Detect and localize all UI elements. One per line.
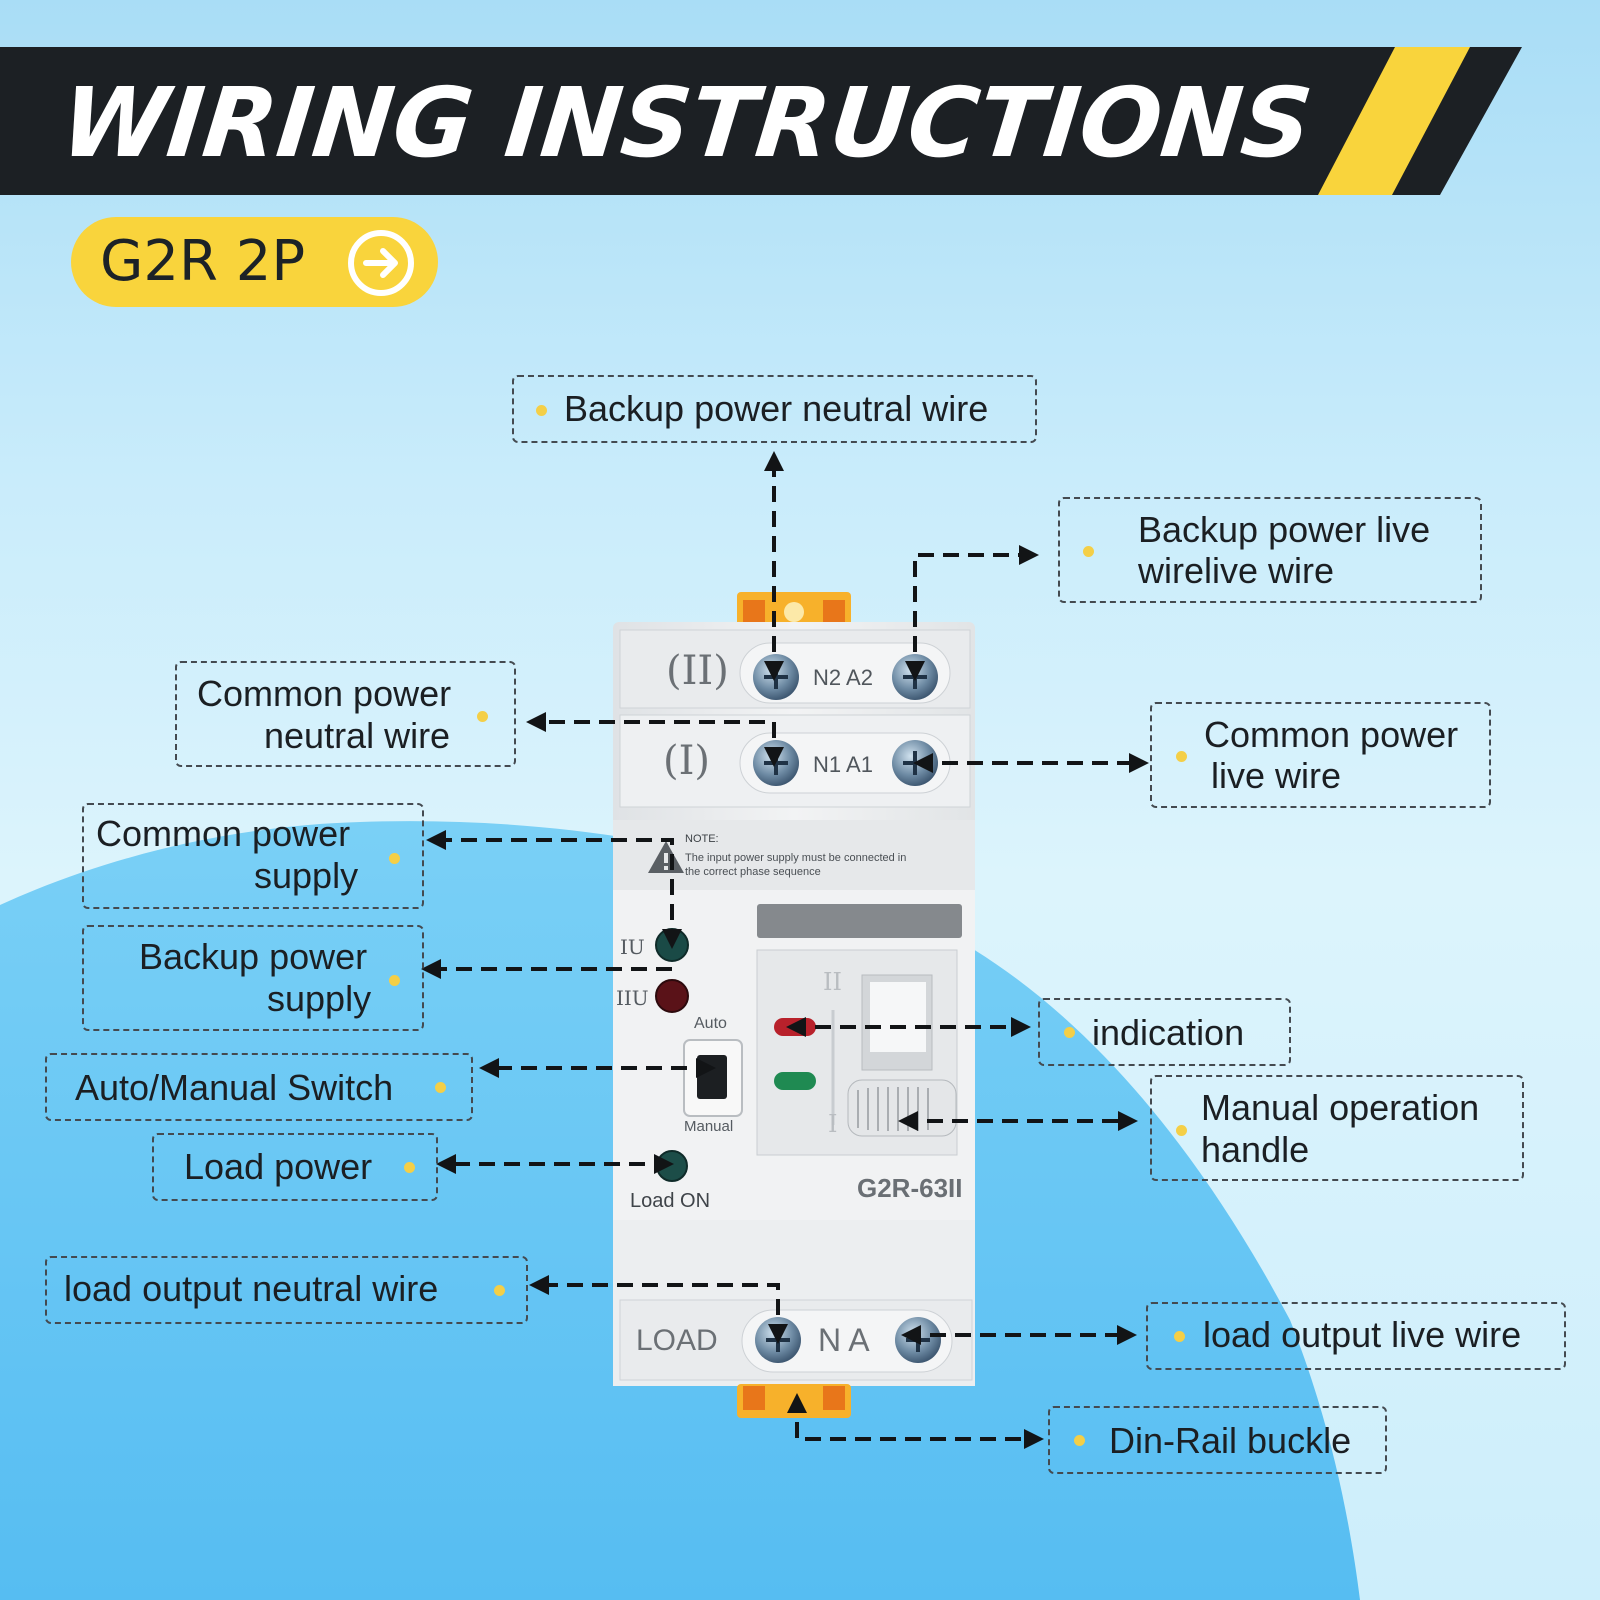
callout-din-rail: Din-Rail buckle [1048, 1406, 1387, 1474]
callout-backup-live-line2: wirelive wire [1138, 550, 1335, 591]
callout-common-live-line2: live wire [1211, 755, 1342, 796]
callout-indication: indication [1038, 998, 1291, 1066]
terminal-ii-pins: N2 A2 [813, 665, 873, 690]
bullet-dot [1074, 1435, 1085, 1446]
terminal-ii-label: (II) [666, 648, 729, 694]
callout-load-neutral: load output neutral wire [45, 1256, 528, 1324]
leader-load-neutral [529, 1275, 788, 1344]
callout-manual-handle: Manual operation handle [1150, 1075, 1524, 1181]
callout-backup-live: Backup power live wirelive wire [1058, 497, 1482, 603]
callout-common-supply: Common power supply [82, 803, 424, 909]
callout-load-live: load output live wire [1146, 1302, 1566, 1370]
callout-common-live: Common power live wire [1150, 702, 1491, 808]
bullet-dot [1064, 1027, 1075, 1038]
leader-din-rail [787, 1393, 1044, 1449]
bullet-dot [1176, 751, 1187, 762]
callout-load-power: Load power [152, 1133, 438, 1201]
iiu-indicator-led [655, 979, 689, 1013]
callout-common-neutral-line1: Common power [197, 673, 452, 714]
leader-common-supply [426, 830, 682, 949]
load-on-label: Load ON [630, 1190, 711, 1212]
callout-backup-neutral: Backup power neutral wire [512, 375, 1037, 443]
bullet-dot [1174, 1331, 1185, 1342]
leader-common-neutral [526, 712, 784, 767]
handle-i-mark: I [828, 1110, 838, 1138]
callout-common-live-line1: Common power [1204, 714, 1459, 755]
note-heading: NOTE: [685, 833, 719, 845]
callout-backup-supply-line2: supply [267, 978, 372, 1019]
callout-backup-live-line1: Backup power live [1138, 509, 1431, 550]
callout-common-supply-line2: supply [254, 855, 359, 896]
callout-common-neutral-line2: neutral wire [264, 715, 451, 756]
display-window [757, 904, 962, 938]
switch-auto-label: Auto [694, 1015, 727, 1032]
callout-backup-supply-line1: Backup power [139, 936, 368, 977]
callout-common-neutral: Common power neutral wire [175, 661, 516, 767]
callout-load-neutral-text: load output neutral wire [64, 1268, 439, 1309]
callout-load-live-text: load output live wire [1203, 1314, 1522, 1355]
callout-auto-manual: Auto/Manual Switch [45, 1053, 473, 1121]
terminal-i-pins: N1 A1 [813, 752, 873, 777]
indicator-green [774, 1072, 816, 1090]
bullet-dot [1176, 1125, 1187, 1136]
callout-auto-manual-text: Auto/Manual Switch [75, 1067, 394, 1108]
callout-manual-handle-line2: handle [1201, 1129, 1310, 1170]
note-line-2: the correct phase sequence [685, 866, 821, 878]
leader-backup-live [905, 545, 1039, 681]
handle-ii-mark: II [823, 968, 842, 996]
bullet-dot [389, 975, 400, 986]
callout-common-supply-line1: Common power [96, 813, 351, 854]
callout-din-rail-text: Din-Rail buckle [1109, 1420, 1352, 1461]
callout-load-power-text: Load power [184, 1146, 373, 1187]
callout-backup-supply: Backup power supply [82, 925, 424, 1031]
callout-manual-handle-line1: Manual operation [1201, 1087, 1480, 1128]
bullet-dot [536, 405, 547, 416]
arrow-right-circle-icon [348, 230, 414, 296]
callout-indication-text: indication [1092, 1012, 1245, 1053]
load-pins: N A [818, 1322, 870, 1358]
device-model-mark: G2R-63II [857, 1173, 963, 1203]
note-line-1: The input power supply must be connected… [685, 852, 907, 864]
title-banner [0, 47, 1522, 195]
model-badge-label: G2R 2P [100, 229, 306, 294]
bullet-dot [404, 1162, 415, 1173]
iiu-label: IIU [616, 986, 649, 1010]
bullet-dot [389, 853, 400, 864]
bullet-dot [494, 1285, 505, 1296]
callout-backup-neutral-text: Backup power neutral wire [564, 388, 989, 429]
switch-manual-label: Manual [684, 1118, 734, 1135]
bullet-dot [477, 711, 488, 722]
bullet-dot [435, 1082, 446, 1093]
bullet-dot [1083, 546, 1094, 557]
